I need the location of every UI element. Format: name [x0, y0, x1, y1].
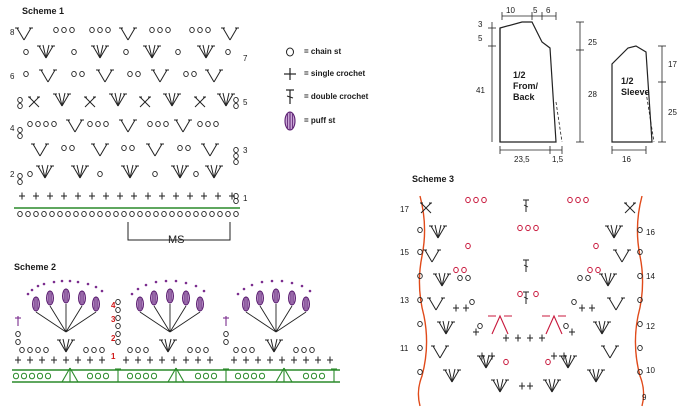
- front-label-line1: 1/2: [513, 70, 526, 80]
- scheme2-step-2: 2: [111, 334, 116, 343]
- dim-front-right-bottom: 28: [588, 90, 597, 99]
- garment-schematic: [488, 12, 666, 154]
- dim-front-height: 41: [476, 86, 485, 95]
- scheme1-row-6: 6: [10, 72, 15, 81]
- scheme3-title: Scheme 3: [412, 174, 455, 184]
- scheme2-chart: [12, 279, 340, 383]
- sleeve-label-line1: 1/2: [621, 76, 634, 86]
- legend-puff-st: = puff st: [304, 116, 336, 125]
- chain-st-icon: [286, 47, 294, 57]
- sleeve-outline: [611, 45, 653, 143]
- scheme1-row-7: 7: [243, 54, 248, 63]
- front-label-line3: Back: [513, 92, 535, 102]
- scheme2-title: Scheme 2: [14, 262, 57, 272]
- scheme2-step-1: 1: [111, 352, 116, 361]
- scheme2-step-4: 4: [111, 301, 116, 310]
- front-back-outline: [499, 21, 557, 143]
- dim-front-top-right: 6: [546, 6, 551, 15]
- scheme1-row-1: 1: [243, 194, 248, 203]
- dim-front-shoulder: 5: [478, 34, 483, 43]
- repeat-label: MS: [168, 234, 185, 246]
- sleeve-label-line2: Sleeve: [621, 87, 650, 97]
- double-crochet-icon: [286, 89, 294, 104]
- scheme3-chart: [417, 195, 645, 407]
- dim-sleeve-top: 17: [668, 60, 677, 69]
- scheme2-step-3: 3: [111, 315, 116, 324]
- scheme3-row-13: 13: [400, 296, 409, 305]
- dim-front-bottom-right: 1,5: [552, 155, 564, 164]
- scheme1-row-4: 4: [10, 124, 15, 133]
- scheme3-row-15: 15: [400, 248, 409, 257]
- scheme3-row-17: 17: [400, 205, 409, 214]
- scheme1-chart: [14, 26, 240, 241]
- single-crochet-icon: [284, 68, 296, 80]
- scheme1-row-5: 5: [243, 98, 248, 107]
- dim-front-top-mid: 5: [533, 6, 538, 15]
- dim-front-bottom: 23,5: [514, 155, 530, 164]
- dim-front-neck: 3: [478, 20, 483, 29]
- scheme3-row-9: 9: [642, 393, 647, 402]
- legend-single-crochet: = single crochet: [304, 69, 366, 78]
- dim-front-top-left: 10: [506, 6, 515, 15]
- scheme1-row-3: 3: [243, 146, 248, 155]
- dim-front-right-top: 25: [588, 38, 597, 47]
- scheme3-row-10: 10: [646, 366, 655, 375]
- dim-sleeve-side: 25: [668, 108, 677, 117]
- legend-icons: [284, 47, 296, 131]
- scheme1-title: Scheme 1: [22, 6, 65, 16]
- front-label-line2: From/: [513, 81, 539, 91]
- scheme3-row-12: 12: [646, 322, 655, 331]
- puff-st-icon: [284, 111, 296, 131]
- scheme3-row-11: 11: [400, 344, 409, 353]
- front-back-label: 1/2 From/ Back: [513, 70, 538, 103]
- scheme1-row-8: 8: [10, 28, 15, 37]
- dim-sleeve-bottom: 16: [622, 155, 631, 164]
- scheme3-row-16: 16: [646, 228, 655, 237]
- legend-chain-st: = chain st: [304, 47, 342, 56]
- sleeve-label: 1/2 Sleeve: [621, 76, 650, 98]
- scheme1-row-2: 2: [10, 170, 15, 179]
- scheme3-row-14: 14: [646, 272, 655, 281]
- legend-double-crochet: = double crochet: [304, 92, 369, 101]
